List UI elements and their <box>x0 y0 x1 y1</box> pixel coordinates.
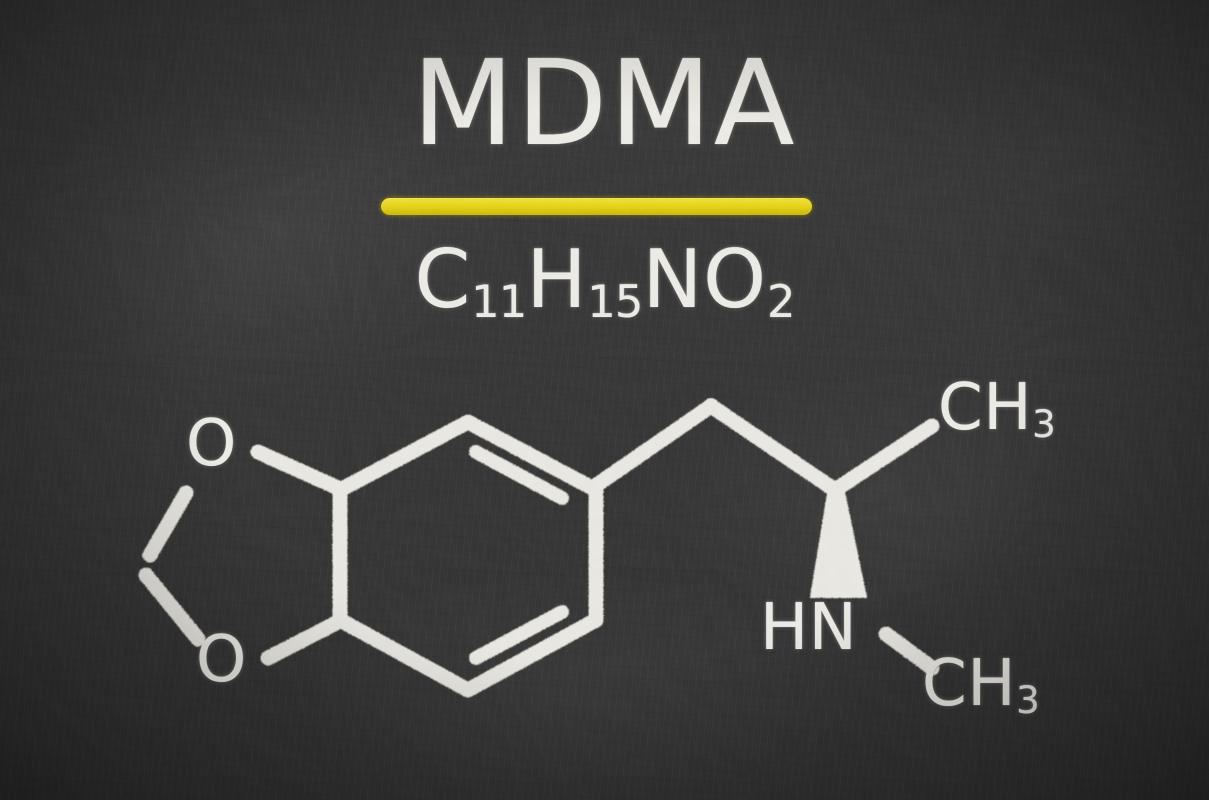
atom-label-oxygen-bottom: O <box>196 623 248 697</box>
methyl-bottom-text: CH <box>922 647 1017 721</box>
wedge-bond-to-amine <box>810 486 867 598</box>
benzene-ring <box>332 414 604 698</box>
bond-stereocenter-to-methyl <box>827 418 940 498</box>
title-underline <box>381 198 812 215</box>
compound-title: MDMA <box>412 34 797 172</box>
bond-ch2-obottom <box>138 567 206 647</box>
bond-otop-ring <box>250 444 346 496</box>
formula-subscript-3: 2 <box>766 274 795 328</box>
methyl-top-text: CH <box>938 371 1033 445</box>
methyl-top-subscript: 3 <box>1032 403 1057 447</box>
bond-ch2-to-stereocenter <box>703 398 843 498</box>
formula-segment-1: C <box>414 233 472 326</box>
bond-obottom-ring <box>260 614 346 666</box>
formula-segment-2: H <box>526 233 588 326</box>
formula-subscript-2: 15 <box>587 274 643 328</box>
methyl-bottom-subscript: 3 <box>1016 679 1041 723</box>
bond-ring-to-ch2 <box>590 398 719 492</box>
formula-segment-3: NO <box>642 233 767 326</box>
group-label-methyl-bottom: CH3 <box>922 652 1040 719</box>
bond-otop-ch2 <box>142 485 194 563</box>
atom-label-oxygen-top: O <box>186 407 238 481</box>
molecular-formula: C11H15NO2 <box>0 240 1209 324</box>
group-label-amine: HN <box>760 591 858 665</box>
group-label-methyl-top: CH3 <box>938 376 1056 443</box>
formula-subscript-1: 11 <box>471 274 527 328</box>
